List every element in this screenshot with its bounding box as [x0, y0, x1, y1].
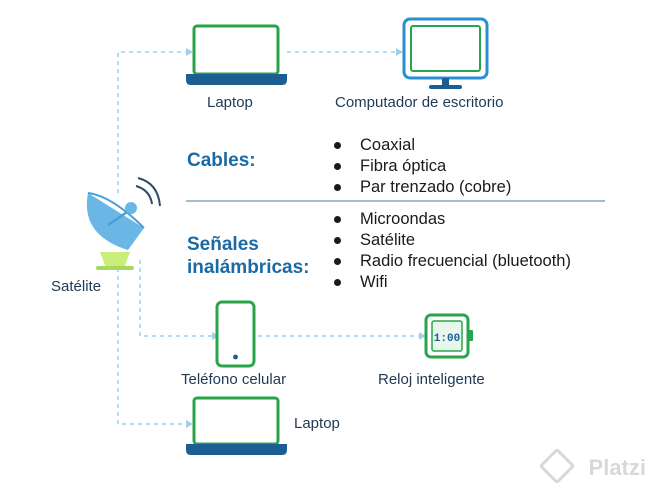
wireless-item: Satélite	[332, 230, 571, 251]
wireless-list: Microondas Satélite Radio frecuencial (b…	[332, 209, 571, 293]
desktop-icon	[402, 17, 489, 89]
satellite-label: Satélite	[51, 278, 102, 295]
wireless-heading-line2: inalámbricas:	[187, 257, 310, 278]
arrowhead	[186, 420, 193, 428]
cables-list: Coaxial Fibra óptica Par trenzado (cobre…	[332, 135, 511, 198]
desktop-label: Computador de escritorio	[335, 94, 504, 111]
connector-satellite-laptop-bottom	[117, 268, 186, 425]
arrowhead	[186, 48, 193, 56]
wireless-heading: Señales inalámbricas:	[187, 233, 310, 279]
laptop-bottom-label: Laptop	[294, 415, 340, 432]
connector-satellite-laptop-top	[117, 51, 186, 193]
connector-satellite-phone	[139, 260, 212, 337]
wireless-item: Microondas	[332, 209, 571, 230]
arrowhead	[396, 48, 403, 56]
cables-heading: Cables:	[187, 150, 256, 171]
wireless-item: Wifi	[332, 272, 571, 293]
smartwatch-icon: 1:00	[424, 313, 473, 359]
laptop-top-icon	[186, 24, 287, 85]
watch-display-text: 1:00	[434, 333, 460, 345]
phone-icon	[215, 300, 256, 368]
cables-item: Coaxial	[332, 135, 511, 156]
arrowhead	[419, 332, 426, 340]
watermark: Platzi	[588, 455, 646, 480]
dashed-connectors	[117, 51, 420, 425]
laptop-bottom-icon	[186, 396, 287, 455]
cables-item: Par trenzado (cobre)	[332, 177, 511, 198]
wireless-heading-line1: Señales	[187, 234, 259, 255]
wireless-item: Radio frecuencial (bluetooth)	[332, 251, 571, 272]
laptop-top-label: Laptop	[207, 94, 253, 111]
phone-label: Teléfono celular	[181, 371, 287, 388]
cables-item: Fibra óptica	[332, 156, 511, 177]
watch-label: Reloj inteligente	[378, 371, 485, 388]
satellite-dish-icon	[86, 177, 161, 270]
